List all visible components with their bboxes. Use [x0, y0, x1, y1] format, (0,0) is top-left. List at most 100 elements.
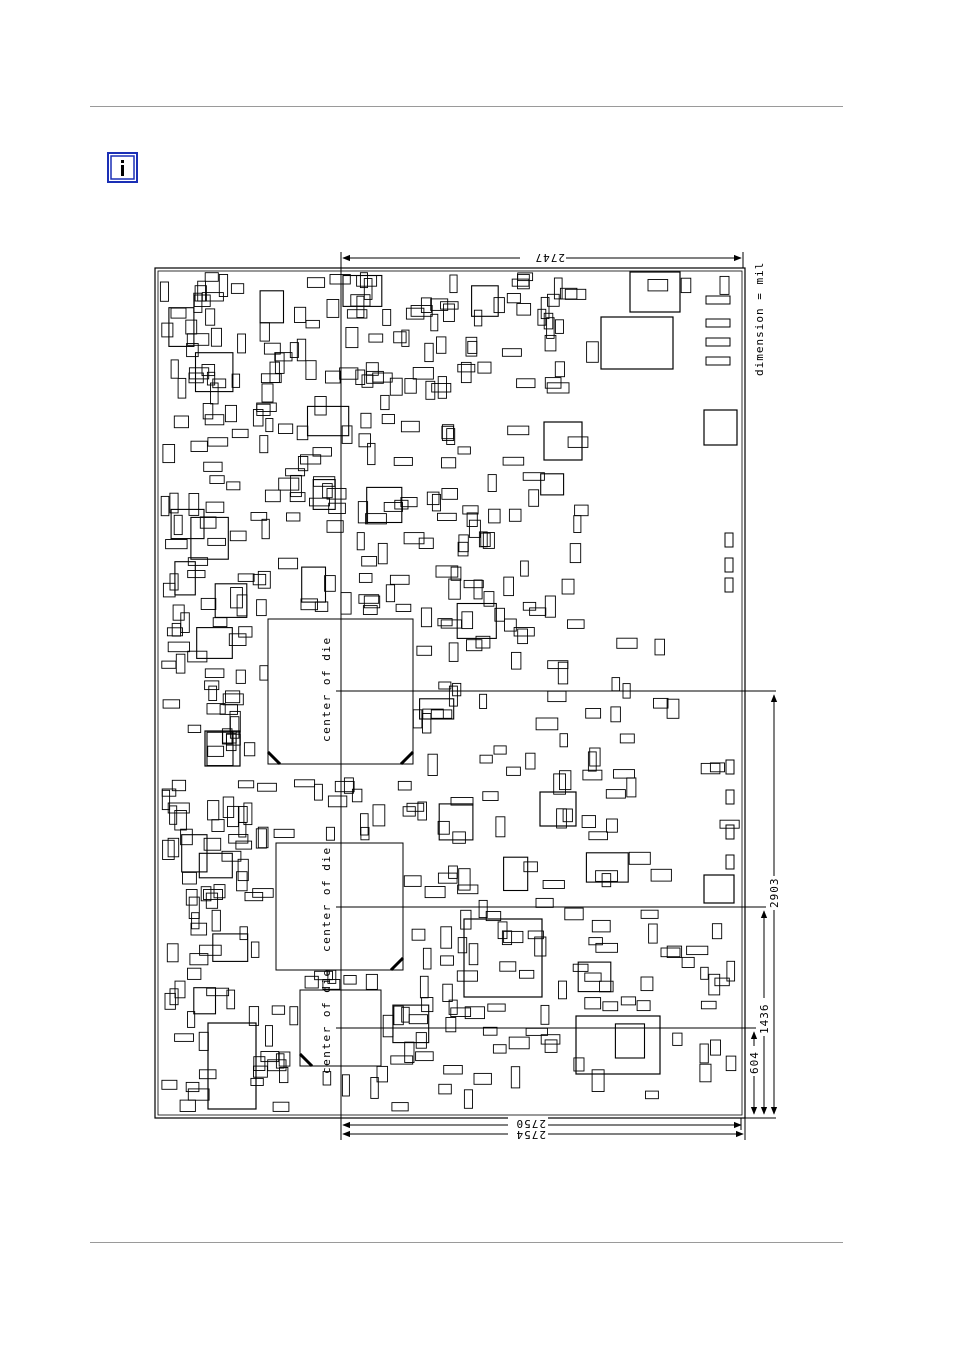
pcb-component — [540, 296, 550, 320]
pcb-component — [300, 454, 322, 465]
pcb-component — [278, 557, 299, 570]
pcb-component — [285, 468, 306, 477]
pcb-component — [306, 277, 326, 288]
pcb-component — [237, 780, 255, 789]
pcb-component — [185, 319, 198, 335]
pcb-component — [424, 342, 434, 363]
pcb-component — [171, 622, 182, 637]
pcb-component — [430, 313, 439, 332]
pcb-component — [546, 317, 555, 339]
pcb-component — [196, 627, 233, 659]
pcb-component — [190, 516, 229, 560]
pcb-component — [492, 1044, 507, 1054]
pcb-component — [188, 372, 204, 384]
pcb-component — [305, 319, 320, 329]
pcb-component — [601, 873, 612, 888]
pcb-component — [660, 947, 681, 958]
pcb-component — [339, 367, 359, 380]
pcb-component — [636, 1000, 651, 1012]
pcb-component — [372, 804, 386, 827]
pcb-component — [264, 489, 281, 503]
pcb-component — [431, 493, 441, 512]
pcb-component — [465, 336, 478, 357]
pcb-component — [537, 308, 547, 326]
pcb-component — [517, 272, 534, 282]
pcb-component — [376, 1065, 388, 1083]
pcb-component — [390, 1055, 414, 1065]
pcb-component — [424, 886, 446, 899]
pcb-outline-inner — [157, 270, 743, 1116]
pcb-component — [577, 961, 612, 993]
pcb-component — [725, 854, 735, 870]
pcb-component — [547, 660, 569, 670]
pcb-component — [473, 579, 483, 600]
pcb-component — [724, 557, 734, 573]
pcb-component — [204, 668, 225, 678]
pcb-component — [544, 377, 562, 389]
pcb-component — [611, 677, 621, 692]
pcb-component — [456, 970, 478, 982]
pcb-component — [356, 532, 365, 551]
pcb-component — [431, 383, 452, 393]
pcb-component — [187, 1011, 196, 1028]
pcb-component — [199, 944, 222, 956]
pcb-component — [547, 293, 560, 307]
pcb-component — [167, 802, 190, 814]
pcb-component — [221, 850, 242, 862]
pcb-component — [450, 566, 462, 581]
pcb-component — [440, 926, 453, 949]
dim-top-width: 2747 — [535, 251, 566, 264]
pcb-component — [462, 505, 479, 515]
pcb-component — [435, 565, 459, 578]
pcb-component — [468, 519, 481, 538]
pcb-component — [494, 607, 505, 622]
pcb-component — [457, 446, 471, 455]
pcb-component — [229, 530, 247, 542]
pcb-component — [525, 752, 536, 770]
pcb-component — [511, 651, 522, 670]
pcb-component — [194, 352, 234, 393]
pcb-component — [425, 380, 436, 400]
pcb-component — [463, 1089, 473, 1109]
pcb-component — [442, 983, 453, 1002]
pcb-component — [305, 360, 317, 380]
pcb-component — [559, 287, 578, 300]
pcb-component — [187, 570, 206, 579]
pcb-component — [170, 307, 187, 319]
pcb-component — [342, 274, 383, 307]
pcb-component — [602, 1001, 619, 1012]
pcb-component — [186, 333, 210, 346]
pcb-component — [366, 370, 384, 384]
pcb-component — [564, 907, 584, 921]
pcb-component — [188, 896, 200, 919]
pcb-component — [180, 828, 193, 846]
pcb-component — [161, 1079, 178, 1090]
pcb-component — [468, 943, 479, 966]
pcb-component — [591, 1069, 605, 1092]
pcb-component — [205, 308, 216, 326]
pcb-component — [167, 641, 190, 653]
pcb-component — [436, 336, 447, 354]
pcb-component — [206, 731, 234, 767]
pcb-component — [340, 592, 352, 615]
pcb-component — [440, 301, 459, 310]
pcb-component — [253, 1056, 266, 1071]
pcb-component — [403, 875, 422, 887]
pcb-component — [645, 1090, 659, 1100]
pcb-component — [710, 1039, 721, 1056]
pcb-component — [415, 1051, 434, 1062]
pcb-component — [405, 307, 425, 320]
pcb-component — [206, 987, 230, 997]
pcb-component — [466, 512, 478, 527]
pcb-component — [231, 373, 241, 388]
pcb-component — [212, 378, 227, 389]
pcb-component — [461, 611, 474, 630]
header-rule — [90, 106, 843, 107]
pcb-component — [237, 573, 255, 582]
pcb-component — [203, 837, 222, 851]
pcb-component — [613, 769, 635, 779]
pcb-component — [355, 369, 366, 385]
pcb-component — [365, 513, 387, 525]
pcb-component — [263, 342, 281, 355]
pcb-component — [719, 819, 740, 829]
